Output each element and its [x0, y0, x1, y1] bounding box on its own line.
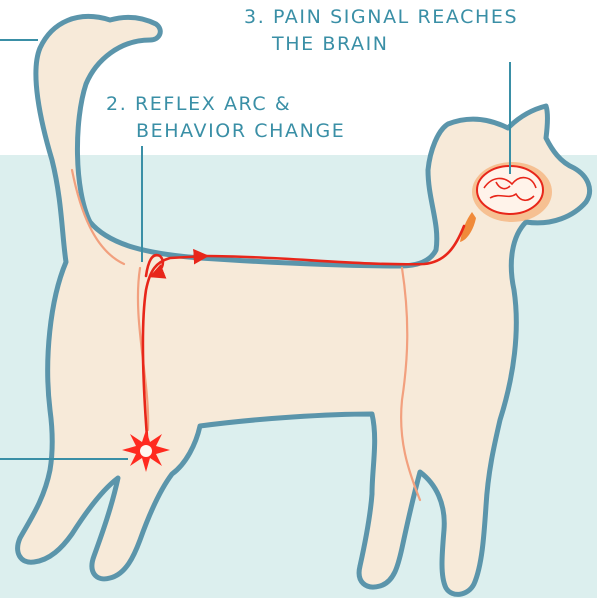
label-step2-line1: 2. REFLEX ARC &: [106, 93, 291, 115]
label-step2-line2: BEHAVIOR CHANGE: [136, 120, 345, 142]
label-step3-line2: THE BRAIN: [271, 33, 389, 55]
label-step3-line1: 3. PAIN SIGNAL REACHES: [244, 6, 518, 28]
